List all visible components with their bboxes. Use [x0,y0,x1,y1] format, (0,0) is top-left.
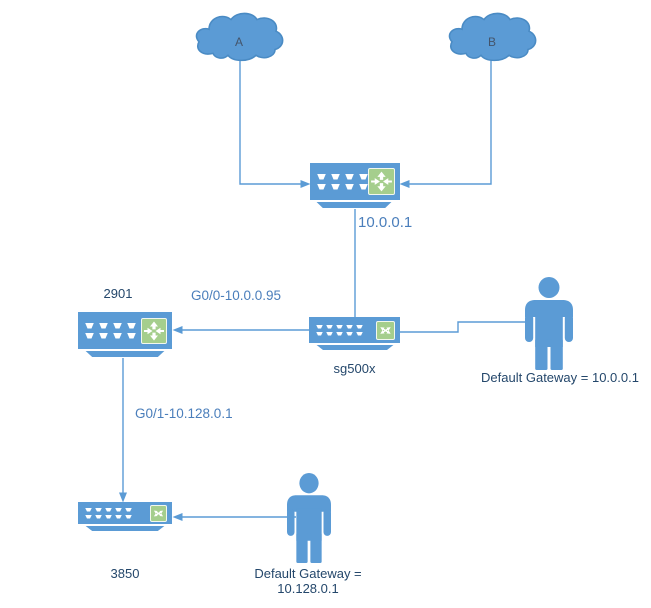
cloud-b-label: B [487,35,496,49]
port-glyph [115,514,122,519]
port-glyph [125,507,132,512]
port-glyph [316,331,323,336]
port-row [317,183,368,190]
port-glyph [346,324,353,329]
link-g00-label: G0/0-10.0.0.95 [191,288,282,303]
port-grid [316,324,363,336]
port-glyph [331,183,340,190]
port-glyph [346,331,353,336]
port-row [316,331,363,336]
port-grid [85,507,132,519]
cloud-a[interactable]: A [193,8,285,64]
port-row [85,507,132,512]
port-glyph [85,507,92,512]
port-glyph [336,324,343,329]
router-2901-base [85,351,165,357]
link-cloud-a-to-core [239,58,311,188]
port-row [316,324,363,329]
port-grid [85,322,136,339]
port-glyph [113,322,122,329]
port-glyph [356,331,363,336]
port-glyph [85,322,94,329]
port-glyph [95,507,102,512]
port-glyph [113,332,122,339]
port-glyph [345,183,354,190]
port-glyph [356,324,363,329]
link-g01-label: G0/1-10.128.0.1 [135,406,233,421]
port-glyph [316,324,323,329]
link-cloud-b-to-core [399,56,492,188]
port-glyph [127,332,136,339]
user-bottom-gateway-label: Default Gateway = 10.128.0.1 [254,566,362,596]
port-row [317,173,368,180]
link-user-top-to-sg500x [400,321,528,333]
router-icon [368,168,395,195]
switch-3850-base [85,526,165,531]
port-glyph [95,514,102,519]
switch-3850[interactable] [78,502,172,524]
cloud-a-label: A [234,35,243,49]
core-router-base [316,202,392,208]
port-glyph [105,507,112,512]
person-icon [287,473,331,563]
port-glyph [99,332,108,339]
port-glyph [326,324,333,329]
switch-sg500x-base [316,345,394,350]
port-row [85,332,136,339]
switch-icon [150,504,167,522]
router-2901[interactable] [78,312,172,349]
router-2901-label: 2901 [103,286,133,301]
cloud-icon [448,12,537,62]
switch-sg500x[interactable] [309,317,400,343]
port-glyph [336,331,343,336]
port-glyph [359,173,368,180]
user-top[interactable] [525,277,573,370]
core-router-ip-label: 10.0.0.1 [358,214,413,231]
user-bottom[interactable] [287,473,331,563]
port-glyph [85,514,92,519]
cloud-icon [195,12,284,62]
port-row [85,322,136,329]
port-glyph [127,322,136,329]
port-glyph [85,332,94,339]
port-glyph [317,183,326,190]
port-glyph [125,514,132,519]
port-row [85,514,132,519]
cloud-b[interactable]: B [446,8,538,64]
port-glyph [115,507,122,512]
switch-sg500x-label: sg500x [333,361,376,376]
port-glyph [105,514,112,519]
switch-3850-label: 3850 [110,566,140,581]
port-glyph [326,331,333,336]
port-glyph [99,322,108,329]
port-glyph [345,173,354,180]
user-top-gateway-label: Default Gateway = 10.0.0.1 [481,370,639,385]
person-icon [525,277,573,370]
port-glyph [317,173,326,180]
router-icon [141,317,167,344]
port-glyph [331,173,340,180]
switch-icon [376,320,395,340]
core-router[interactable] [310,163,400,200]
port-grid [317,173,368,190]
port-glyph [359,183,368,190]
